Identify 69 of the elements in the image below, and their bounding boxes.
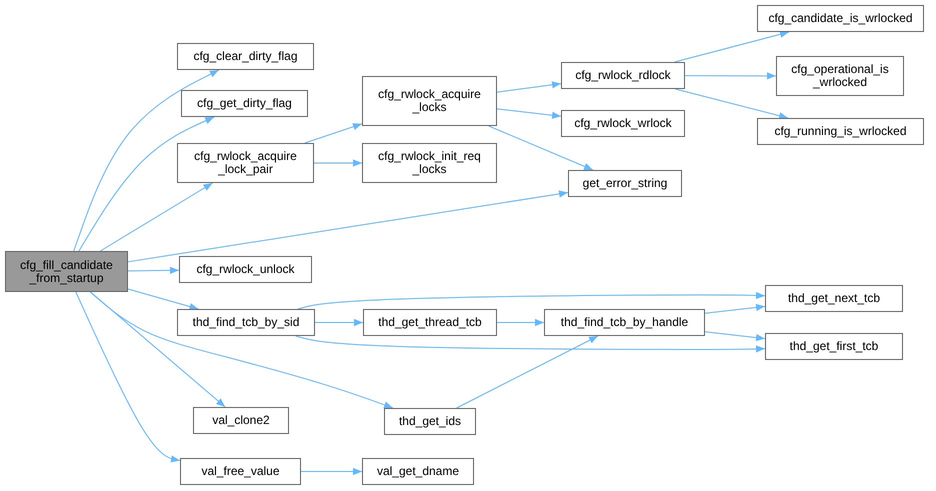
function-name: val_get_dname: [376, 465, 460, 478]
function-name: cfg_rwlock_rdlock: [575, 69, 671, 82]
call-arrow: [300, 468, 362, 476]
function-name: cfg_clear_dirty_flag: [193, 50, 298, 63]
function-box: [177, 309, 315, 336]
function-box: [568, 170, 682, 197]
function-box: [362, 143, 497, 183]
function-name: cfg_rwlock_unlock: [196, 263, 295, 276]
call-arrow: [456, 336, 598, 408]
function-box: [5, 251, 128, 292]
function-box: [561, 110, 685, 137]
function-box: [757, 118, 924, 145]
function-name: thd_get_ids: [398, 415, 462, 428]
call-arrow: [295, 336, 766, 352]
function-name: thd_find_tcb_by_handle: [560, 316, 688, 329]
call-arrow: [128, 288, 199, 310]
call-arrow: [674, 30, 790, 62]
call-arrow: [314, 159, 362, 167]
function-box: [180, 458, 301, 485]
call-arrow: [314, 318, 364, 326]
function-name: cfg_rwlock_acquire _locks: [377, 88, 482, 114]
function-box: [561, 62, 685, 89]
function-box: [765, 285, 903, 312]
call-arrow: [128, 190, 568, 262]
function-name: cfg_fill_candidate _from_startup: [19, 258, 114, 284]
function-name: thd_get_thread_tcb: [378, 316, 482, 329]
call-arrow: [90, 292, 226, 408]
call-arrow: [78, 116, 215, 252]
function-box: [757, 5, 924, 32]
call-arrow: [73, 70, 220, 252]
function-box: [179, 256, 312, 283]
function-box: [363, 309, 497, 336]
call-arrow: [488, 126, 594, 170]
function-box: [765, 333, 903, 360]
function-box: [177, 43, 314, 70]
function-name: cfg_running_is_wrlocked: [774, 125, 907, 138]
call-arrow: [674, 88, 789, 120]
function-box: [193, 407, 289, 434]
function-box: [362, 76, 497, 126]
call-arrow: [496, 81, 562, 93]
function-name: cfg_operational_is _wrlocked: [790, 63, 890, 89]
call-arrow: [704, 331, 766, 342]
call-arrow: [684, 72, 776, 80]
call-arrow: [90, 292, 394, 408]
function-name: get_error_string: [582, 177, 668, 190]
function-name: thd_get_first_tcb: [790, 340, 878, 353]
function-name: thd_find_tcb_by_sid: [192, 316, 300, 329]
call-arrow: [297, 292, 766, 310]
function-name: cfg_rwlock_acquire _lock_pair: [193, 150, 298, 176]
function-box: [544, 309, 705, 336]
call-arrow: [496, 318, 544, 326]
function-box: [384, 408, 476, 435]
call-arrow: [704, 304, 766, 314]
function-name: val_clone2: [212, 414, 270, 427]
function-name: cfg_candidate_is_wrlocked: [768, 12, 913, 25]
function-name: cfg_rwlock_init_req _locks: [377, 150, 482, 176]
call-arrow: [128, 266, 180, 274]
call-arrow: [304, 123, 362, 144]
function-box: [362, 458, 474, 485]
function-box: [776, 56, 904, 96]
call-arrow: [100, 182, 213, 252]
function-box: [177, 143, 314, 183]
function-box: [181, 90, 308, 117]
function-name: cfg_get_dirty_flag: [197, 97, 292, 110]
function-name: thd_get_next_tcb: [788, 292, 880, 305]
function-name: cfg_rwlock_wrlock: [574, 117, 672, 130]
function-name: val_free_value: [201, 465, 280, 478]
call-arrow: [75, 292, 180, 462]
call-arrow: [496, 108, 562, 119]
